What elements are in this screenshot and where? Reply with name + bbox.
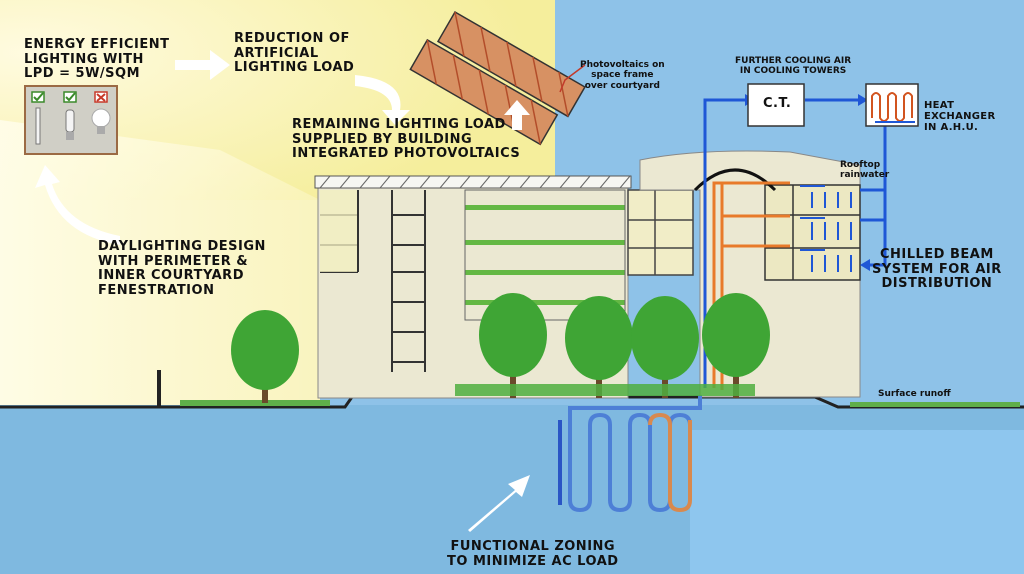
arrow-curve-down (355, 75, 410, 125)
label-energy-efficient: ENERGY EFFICIENT LIGHTING WITH LPD = 5W/… (24, 37, 170, 82)
tree-4 (631, 296, 699, 398)
label-ct: C.T. (763, 96, 792, 111)
arrow-diagonal-up (468, 475, 530, 532)
label-reduction-lighting: REDUCTION OF ARTIFICIAL LIGHTING LOAD (234, 31, 355, 76)
arrow-up-pv (504, 100, 530, 130)
check-icon (31, 91, 45, 103)
grass-strip (180, 400, 330, 406)
heat-exchanger-coil-icon (871, 92, 913, 122)
window-band (320, 190, 358, 272)
arrow-curve-up (35, 165, 120, 245)
white-arrows (35, 50, 530, 532)
ground-lighter-panel (690, 430, 1024, 574)
tree-1 (231, 310, 299, 403)
label-surface-runoff: Surface runoff (878, 389, 951, 399)
green-walls (465, 205, 625, 305)
courtyard-frames (464, 189, 626, 321)
incandescent-bulb-icon (91, 108, 111, 134)
cross-icon (94, 91, 108, 103)
building-mid (627, 189, 694, 276)
ground-loops-warm (648, 412, 692, 513)
label-daylighting: DAYLIGHTING DESIGN WITH PERIMETER & INNE… (98, 239, 266, 298)
roof-truss-lines (319, 175, 631, 189)
grass-strip-2 (850, 402, 1020, 407)
chilled-beam-left-arrows (800, 185, 825, 251)
label-functional-zoning: FUNCTIONAL ZONING TO MINIMIZE AC LOAD (447, 539, 619, 569)
ct-box (747, 83, 805, 127)
tree-3 (565, 296, 633, 398)
tree-5 (702, 293, 770, 398)
tree-2 (479, 293, 547, 398)
shrub-row (455, 384, 755, 396)
pv-label-pointer (559, 64, 586, 93)
check-icon (63, 91, 77, 103)
label-chilled-beam: CHILLED BEAM SYSTEM FOR AIR DISTRIBUTION (872, 247, 1002, 292)
arrow-right (175, 50, 230, 80)
chilled-beam-down-arrows (811, 192, 852, 272)
heat-exchanger-box (865, 83, 919, 127)
roof-truss (314, 175, 632, 189)
post (157, 370, 161, 408)
cfl-bulb-icon (65, 109, 75, 140)
cool-pipe-network (703, 98, 887, 388)
label-photovoltaics-frame: Photovoltaics on space frame over courty… (580, 60, 665, 91)
fluorescent-tube-icon (35, 107, 41, 145)
label-heat-exchanger: HEAT EXCHANGER IN A.H.U. (924, 100, 996, 134)
label-rooftop-rainwater: Rooftop rainwater (840, 160, 890, 181)
label-further-cooling: FURTHER COOLING AIR IN COOLING TOWERS (735, 56, 852, 77)
lighting-panel (24, 85, 118, 155)
label-remaining-lighting: REMAINING LIGHTING LOAD SUPPLIED BY BUIL… (292, 117, 521, 162)
